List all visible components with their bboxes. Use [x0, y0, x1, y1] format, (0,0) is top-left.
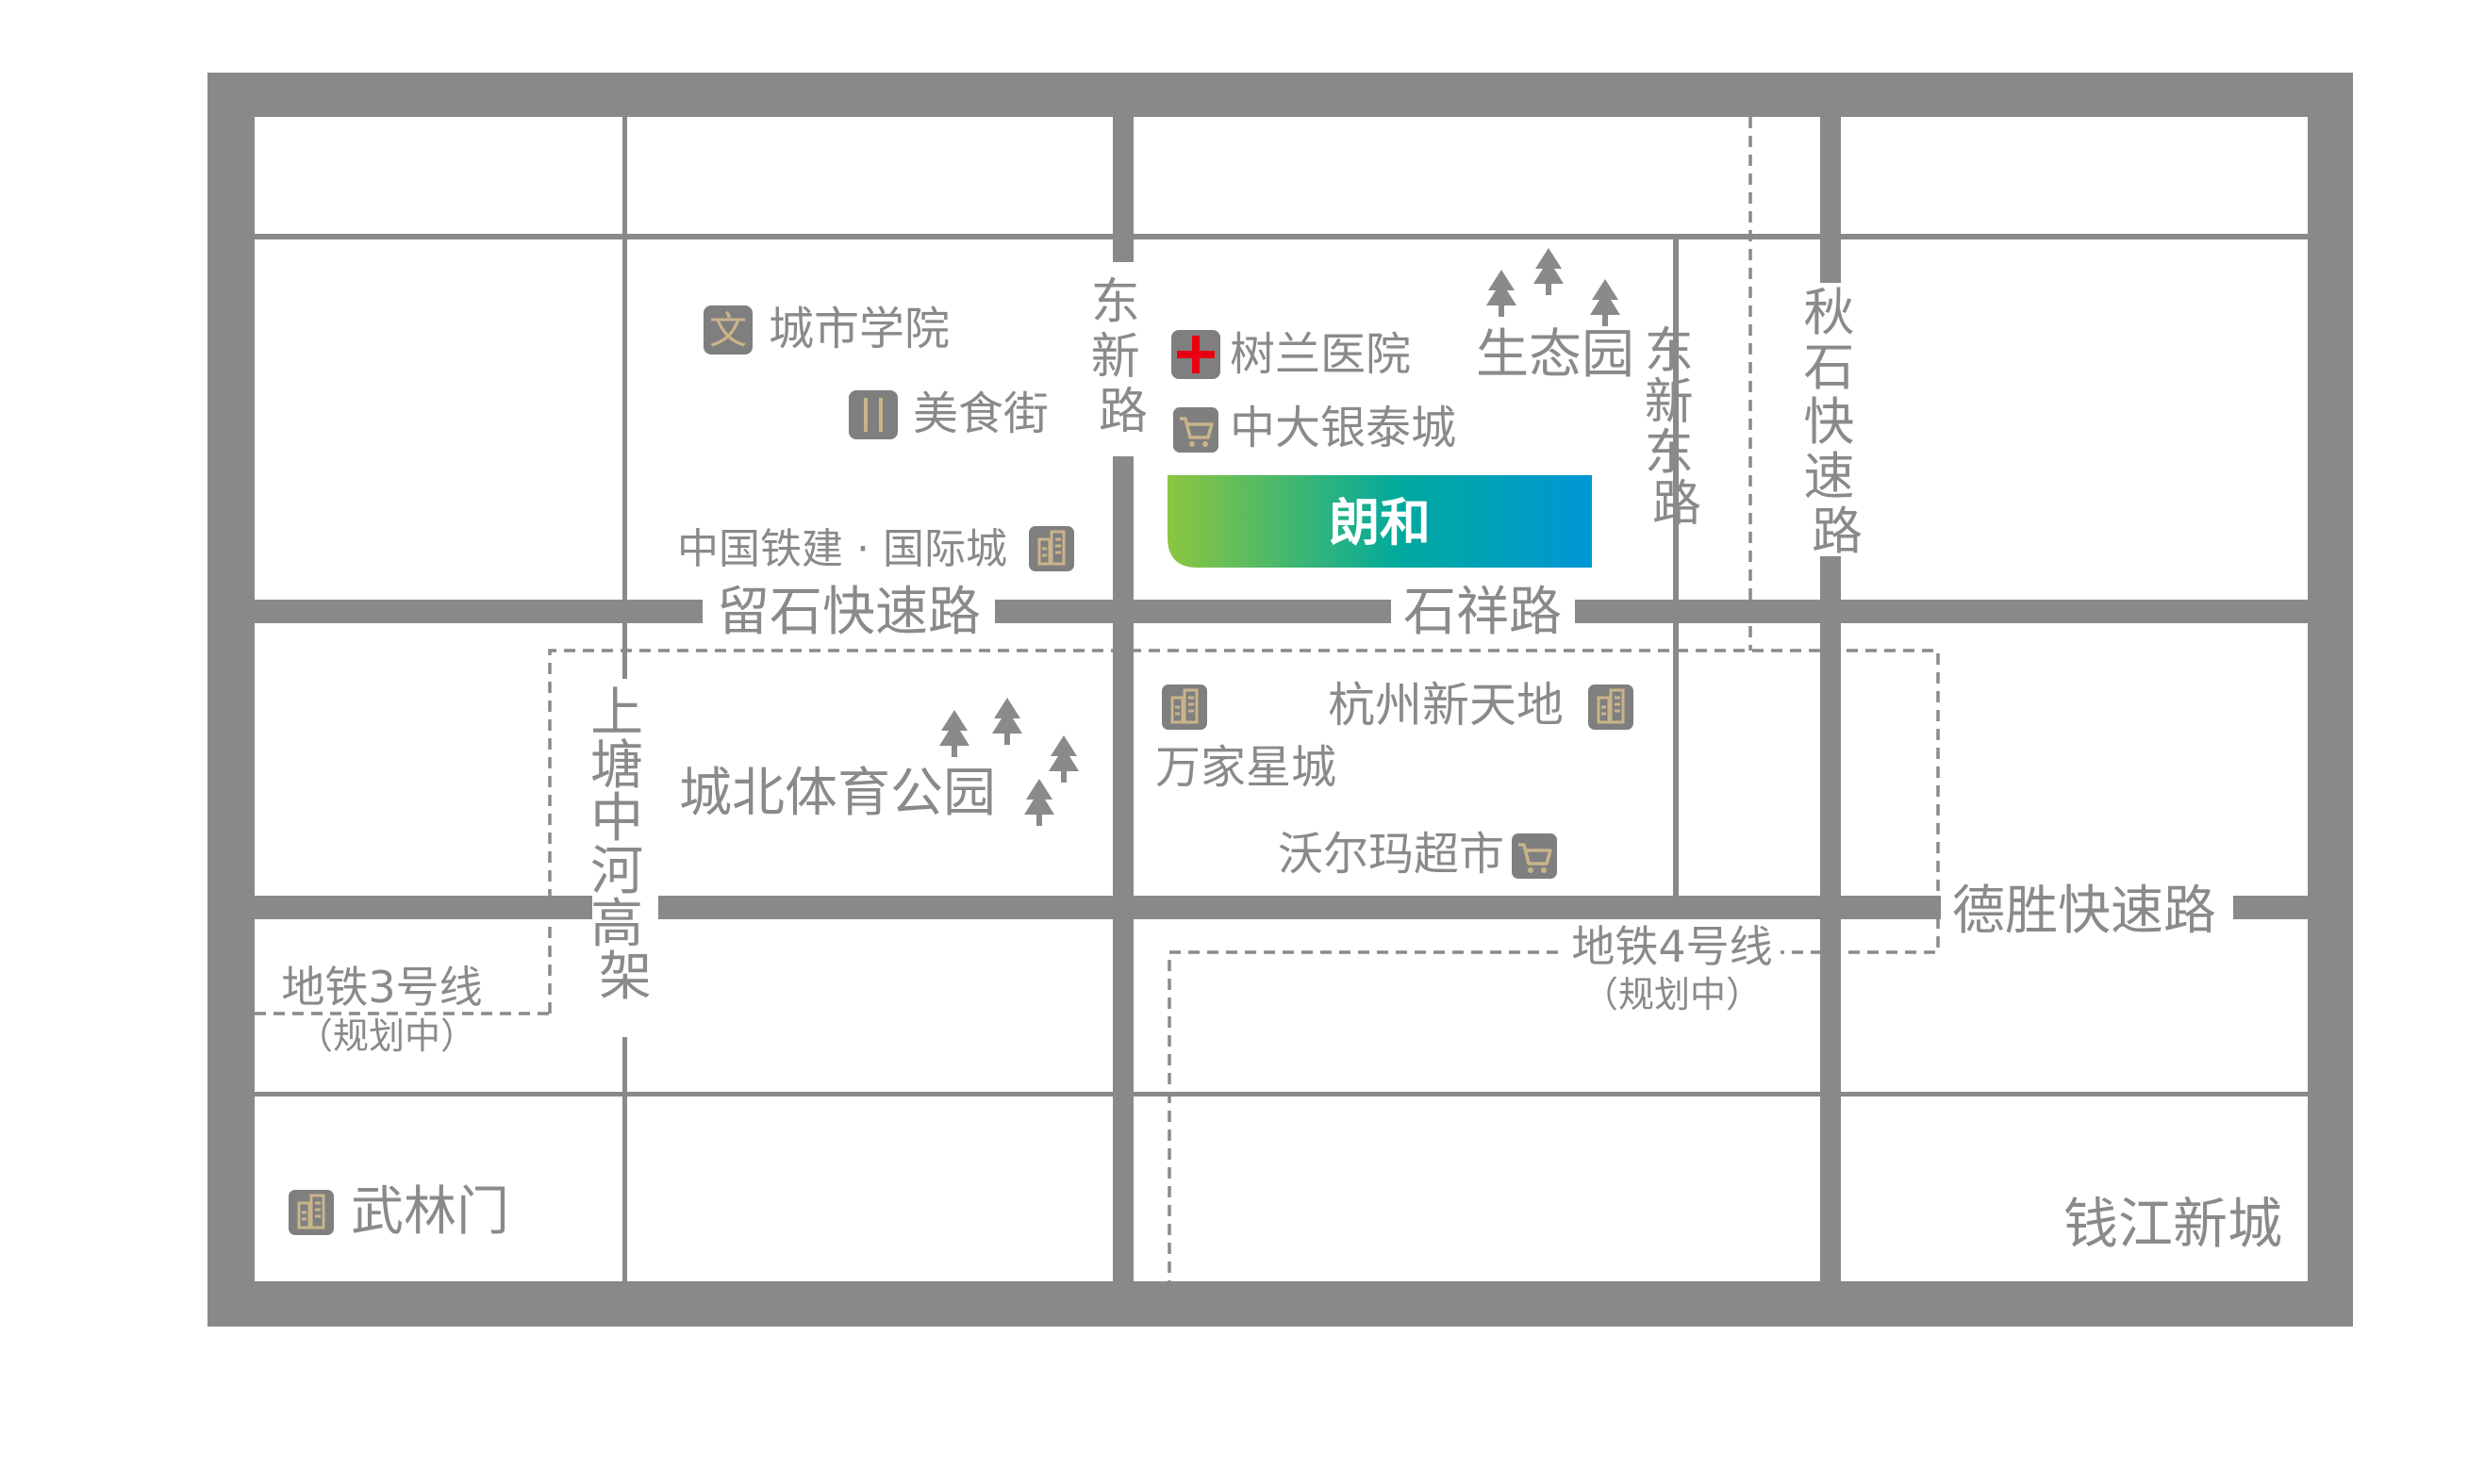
shangtang-viaduct-label: 上 塘 中 河 高 架 — [590, 683, 660, 1008]
poi-wulinmen: 武林门 — [287, 1181, 509, 1243]
metro-dashed-lines — [255, 117, 1940, 1281]
qiushi-expressway-label: 秋 石 快 速 路 — [1803, 283, 1870, 561]
project-logo-text: 朗和 — [1329, 493, 1431, 552]
food-street-label: 美食街 — [913, 387, 1049, 440]
poi-eco-park: 生态园 — [1476, 248, 1634, 386]
city-blocks — [255, 117, 2308, 1281]
dongxin-road-char3: 路 — [1099, 384, 1148, 440]
eco-park-label: 生态园 — [1476, 324, 1634, 386]
project-logo: 朗和 — [1168, 475, 1592, 568]
building-icon — [1586, 683, 1635, 732]
culture-icon — [704, 305, 753, 355]
wanjia-xingcheng-label: 万家星城 — [1155, 741, 1336, 794]
shopping-cart-icon — [1171, 405, 1220, 454]
dongxin-east-road-label: 东 新 东 路 — [1645, 323, 1710, 533]
svg-text:文: 文 — [709, 309, 747, 353]
building-icon — [1027, 524, 1076, 573]
shulan-hospital-label: 树兰医院 — [1230, 328, 1411, 381]
hangzhou-xintiandi-label: 杭州新天地 — [1328, 678, 1564, 733]
poi-crcc-intl-city: 中国铁建 · 国际城 — [677, 524, 1076, 573]
walmart-label: 沃尔玛超市 — [1278, 828, 1504, 881]
zhongda-intime-label: 中大银泰城 — [1230, 402, 1456, 454]
poi-zhongda-intime: 中大银泰城 — [1171, 402, 1456, 454]
chengbei-sports-park-label: 城北体育公园 — [679, 763, 996, 824]
poi-wanjia-xingcheng: 万家星城 — [1155, 683, 1336, 794]
metro-line4-label: 地铁4号线 — [1571, 921, 1772, 972]
poi-shulan-hospital: 树兰医院 — [1171, 328, 1411, 381]
shixiang-road-label: 石祥路 — [1403, 582, 1562, 643]
shopping-cart-icon — [1510, 832, 1559, 881]
wulinmen-label: 武林门 — [351, 1181, 509, 1243]
building-icon — [287, 1188, 336, 1237]
crcc-intl-city-label: 中国铁建 · 国际城 — [677, 525, 1007, 573]
fork-knife-icon — [849, 390, 898, 439]
poi-walmart: 沃尔玛超市 — [1278, 828, 1559, 881]
metro-line3-status: （规划中） — [297, 1015, 476, 1057]
metro-line3-label: 地铁3号线 — [281, 962, 482, 1013]
building-icon — [1160, 683, 1209, 732]
poi-city-college: 文 城市学院 — [704, 303, 950, 355]
poi-food-street: 美食街 — [849, 387, 1049, 440]
qiushi-expressway-label-bg — [1811, 283, 1864, 556]
poi-hangzhou-xintiandi: 杭州新天地 — [1328, 678, 1635, 733]
dongxin-road-char1: 东 — [1091, 274, 1140, 331]
city-college-label: 城市学院 — [769, 303, 950, 355]
metro-line4-status: （规划中） — [1582, 974, 1762, 1015]
dongxin-road-label: 东 新 路 — [1091, 274, 1156, 440]
poi-chengbei-sports-park: 城北体育公园 — [679, 698, 1079, 826]
liushi-expressway-label: 留石快速路 — [717, 582, 981, 643]
dongxin-road-char2: 新 — [1091, 329, 1140, 386]
desheng-expressway-label: 德胜快速路 — [1952, 881, 2216, 942]
qianjiang-newcity-label: 钱江新城 — [2063, 1192, 2282, 1256]
